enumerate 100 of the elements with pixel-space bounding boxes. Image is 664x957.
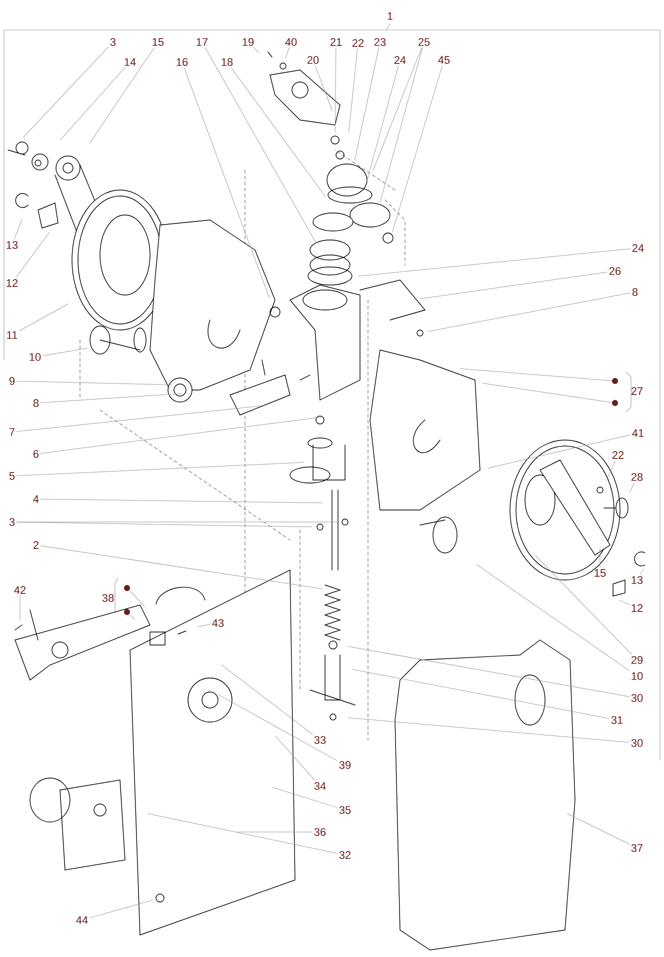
callout-number: 10: [632, 672, 643, 680]
callout-number: 32: [339, 851, 351, 859]
leader-line: [204, 47, 316, 244]
leader-line: [16, 380, 172, 386]
callout-number: 8: [33, 399, 39, 407]
leader-line: [60, 67, 126, 140]
callout-number: 29: [631, 656, 643, 664]
callout-number: 5: [9, 472, 15, 480]
leader-line: [420, 272, 608, 300]
leader-line: [14, 219, 22, 240]
callout-number: 24: [632, 244, 644, 252]
leader-line: [275, 736, 316, 781]
leader-line: [198, 624, 210, 627]
callout-number: 23: [374, 38, 386, 46]
callout-number: 24: [394, 56, 406, 64]
callout-number: 19: [242, 38, 254, 46]
callout-number: 45: [438, 56, 450, 64]
leader-line: [148, 813, 338, 854]
callout-number: 34: [314, 782, 326, 790]
callout-number: 4: [33, 495, 39, 503]
callout-number: 15: [152, 38, 164, 46]
leader-line: [230, 67, 326, 197]
leader-line: [40, 498, 322, 504]
callout-number: 30: [631, 739, 643, 747]
leader-line: [285, 47, 290, 59]
leader-line: [272, 787, 338, 808]
callout-number: 21: [330, 38, 342, 46]
leader-line: [253, 47, 259, 53]
leader-line: [372, 47, 422, 171]
callout-number: 9: [9, 377, 15, 385]
leader-line: [184, 67, 270, 298]
callout-number: 35: [339, 806, 351, 814]
callout-number: 20: [307, 56, 319, 64]
callout-number: 22: [352, 39, 364, 47]
leader-line: [460, 368, 612, 381]
callout-number: 27: [631, 387, 643, 395]
callout-number: 25: [418, 38, 430, 46]
leader-line: [89, 47, 155, 144]
leader-line: [640, 568, 644, 575]
leader-line: [352, 669, 610, 719]
callout-number: 30: [631, 694, 643, 702]
leader-line: [221, 664, 313, 735]
callout-number: 16: [176, 58, 188, 66]
callout-number: 11: [7, 331, 18, 339]
leader-line: [40, 416, 322, 454]
leader-line: [348, 48, 358, 132]
callout-number: 36: [314, 828, 326, 836]
leader-line: [129, 614, 135, 620]
leader-line: [42, 348, 88, 356]
callout-number: 40: [285, 38, 297, 46]
callout-number: 8: [632, 288, 638, 296]
leader-line: [16, 232, 50, 278]
callout-number: 22: [612, 451, 624, 459]
leader-line: [629, 482, 635, 494]
leader-line: [334, 47, 336, 132]
callout-number: 15: [594, 569, 606, 577]
leader-line: [40, 393, 182, 403]
callout-number: 14: [124, 58, 136, 66]
callout-number: 37: [631, 844, 643, 852]
callout-number: 13: [6, 241, 18, 249]
leader-line: [314, 65, 332, 111]
callout-number: 10: [30, 353, 41, 361]
callout-number: 33: [314, 736, 326, 744]
leader-line: [482, 382, 612, 403]
callout-number: 3: [9, 518, 15, 526]
leader-line: [619, 600, 630, 605]
callout-number: 13: [632, 576, 643, 584]
callout-number: 2: [34, 541, 38, 549]
leader-line: [358, 248, 630, 276]
leader-line: [566, 813, 630, 844]
leader-line: [348, 717, 630, 743]
leader-line: [476, 564, 630, 671]
leader-line: [392, 65, 443, 233]
callout-number: 12: [632, 604, 643, 612]
callout-number: 31: [611, 716, 623, 724]
callout-number: 6: [34, 450, 39, 458]
leader-line: [354, 47, 380, 160]
callout-number: 1: [388, 12, 393, 20]
leader-line: [606, 460, 616, 481]
leader-line: [16, 462, 304, 476]
leader-line: [428, 292, 630, 332]
callout-number: 39: [339, 761, 351, 769]
callout-number: 3: [110, 38, 116, 46]
callout-number: 18: [222, 58, 233, 66]
leader-line: [128, 590, 145, 606]
callout-number: 44: [76, 916, 88, 924]
callout-number: 28: [631, 473, 643, 481]
leader-line: [380, 47, 423, 203]
callout-number: 26: [609, 267, 621, 275]
callout-number: 41: [632, 429, 644, 437]
leader-line: [16, 406, 262, 432]
leader-line: [90, 900, 153, 918]
leader-line: [40, 545, 322, 590]
leader-line: [488, 434, 630, 468]
callout-number: 17: [196, 38, 208, 46]
leader-line: [366, 65, 399, 181]
leader-line: [535, 555, 632, 655]
callout-number: 7: [10, 428, 14, 436]
leader-line: [23, 46, 108, 138]
callout-number: 38: [102, 594, 114, 602]
